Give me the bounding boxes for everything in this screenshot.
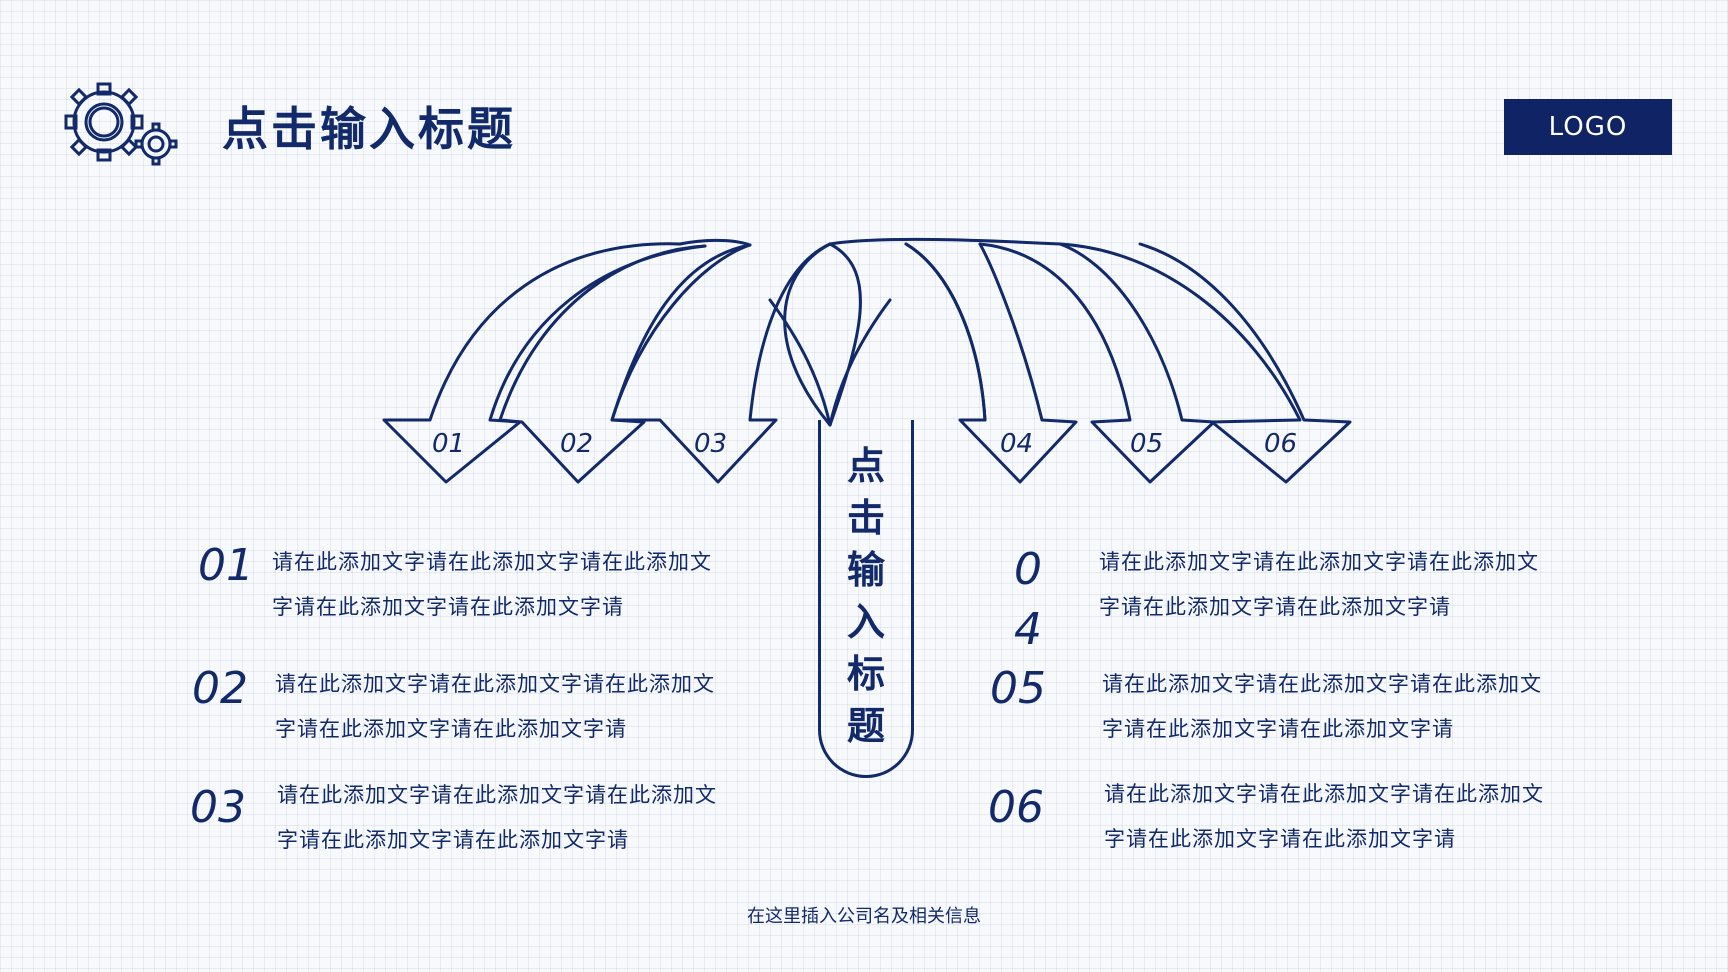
arrow-label-03: 03 [694,429,727,459]
item-text-06: 请在此添加文字请在此添加文字请在此添加文字请在此添加文字请在此添加文字请 [1104,782,1544,851]
item-number-04-text: 04 [1014,544,1042,655]
arrow-04 [904,242,1078,484]
page-title: 点击输入标题 [222,102,516,156]
arrow-06 [1058,242,1352,484]
gear-icon [64,82,178,166]
arrow-02 [498,243,752,484]
logo-badge: LOGO [1504,99,1672,155]
item-number-03: 03 [190,782,246,833]
item-text-01: 请在此添加文字请在此添加文字请在此添加文字请在此添加文字请在此添加文字请 [272,550,712,619]
item-number-04: 04 [1008,540,1048,660]
item-number-05: 05 [990,663,1046,714]
item-number-02: 02 [192,663,248,714]
item-number-01: 01 [198,540,254,591]
center-pill [818,420,914,778]
center-title-text: 点击输入标题 [846,444,885,748]
arrow-trunk [783,242,832,427]
item-number-06: 06 [988,782,1044,833]
item-text-02: 请在此添加文字请在此添加文字请在此添加文字请在此添加文字请在此添加文字请 [275,672,715,741]
center-title: 点击输入标题 [818,440,914,752]
arrow-label-04: 04 [1000,429,1033,459]
arrow-05 [978,242,1216,484]
arrow-label-02: 02 [560,429,593,459]
footer-info: 在这里插入公司名及相关信息 [747,906,981,927]
arrow-01 [382,242,707,484]
arrow-label-06: 06 [1264,429,1297,459]
arrow-03 [610,242,832,484]
item-text-04: 请在此添加文字请在此添加文字请在此添加文字请在此添加文字请在此添加文字请 [1099,550,1539,619]
item-text-05: 请在此添加文字请在此添加文字请在此添加文字请在此添加文字请在此添加文字请 [1102,672,1542,741]
item-text-03: 请在此添加文字请在此添加文字请在此添加文字请在此添加文字请在此添加文字请 [277,783,717,852]
arrow-label-05: 05 [1130,429,1163,459]
arrow-label-01: 01 [432,429,465,459]
